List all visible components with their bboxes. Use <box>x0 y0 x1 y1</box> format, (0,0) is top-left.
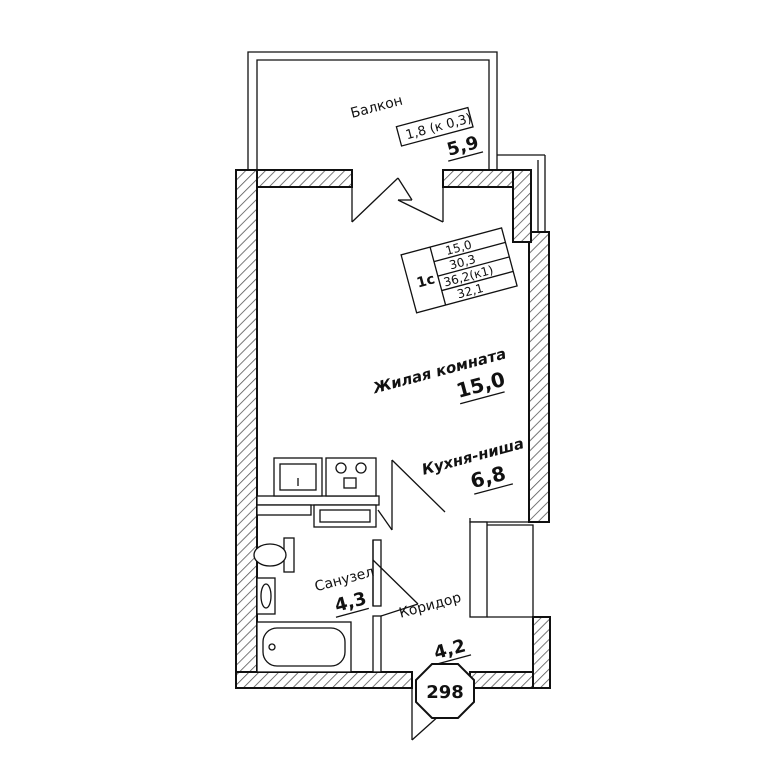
apartment-type: 1с <box>415 271 437 291</box>
bathroom-door[interactable] <box>372 540 419 606</box>
area-4-value: 32,1 <box>456 281 485 301</box>
balcony-name: Балкон <box>349 93 405 122</box>
corridor-door[interactable] <box>380 603 419 617</box>
kitchen-partition <box>377 459 446 531</box>
apartment-number-badge: 298 <box>415 663 475 719</box>
bathroom-name: Санузел <box>313 564 376 595</box>
svg-text:5,9: 5,9 <box>445 132 481 161</box>
balcony-area-label: 5,9 <box>445 132 484 162</box>
bathroom-area: 4,3 <box>332 588 369 618</box>
sink-icon <box>273 457 323 497</box>
washbasin-icon <box>256 577 276 615</box>
svg-text:4,2: 4,2 <box>432 635 468 664</box>
useful-area-value: 30,3 <box>448 252 477 272</box>
bathroom-label: Санузел <box>313 564 376 595</box>
corridor-area: 4,2 <box>432 635 472 666</box>
summary-table: 1с 15,0 30,3 36,2(к1) 32,1 <box>400 227 518 314</box>
corridor-label: Коридор <box>397 590 463 622</box>
svg-text:4,3: 4,3 <box>332 588 368 617</box>
living-area-value: 15,0 <box>444 238 473 258</box>
balcony-area <box>247 51 546 232</box>
inner-walls <box>256 495 550 741</box>
apartment-number: 298 <box>426 682 464 703</box>
counter <box>313 504 377 528</box>
balcony-door[interactable] <box>351 170 444 223</box>
corridor-name: Коридор <box>397 590 463 622</box>
svg-text:6,8: 6,8 <box>468 461 508 493</box>
toilet-icon <box>253 537 295 573</box>
bathtub-icon <box>256 621 352 673</box>
stove-icon <box>325 457 377 497</box>
